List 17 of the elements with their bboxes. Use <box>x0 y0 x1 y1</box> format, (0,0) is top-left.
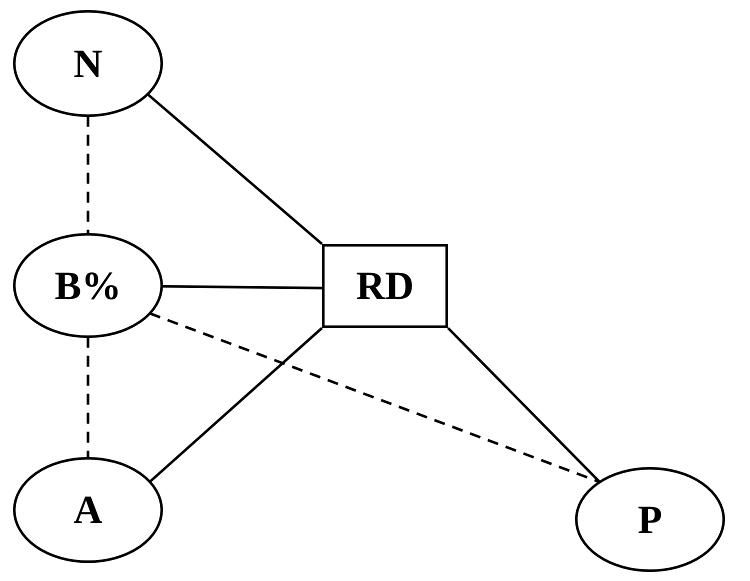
node-label: P <box>638 500 662 540</box>
connector-line <box>447 327 601 483</box>
node-label: A <box>74 490 102 530</box>
ellipse-node <box>13 457 163 563</box>
connector-line <box>146 93 323 245</box>
dashed-connector <box>86 116 90 234</box>
connector-line <box>162 285 322 290</box>
ellipse-node <box>13 10 163 117</box>
ellipse-node <box>575 467 725 572</box>
dashed-connector <box>86 336 90 458</box>
node-label: RD <box>356 266 414 306</box>
node-label: N <box>74 44 102 84</box>
ellipse-node <box>13 233 163 338</box>
dashed-connector <box>149 312 600 484</box>
process-box <box>322 244 448 328</box>
node-label: B% <box>54 266 122 306</box>
connector-line <box>148 327 323 483</box>
